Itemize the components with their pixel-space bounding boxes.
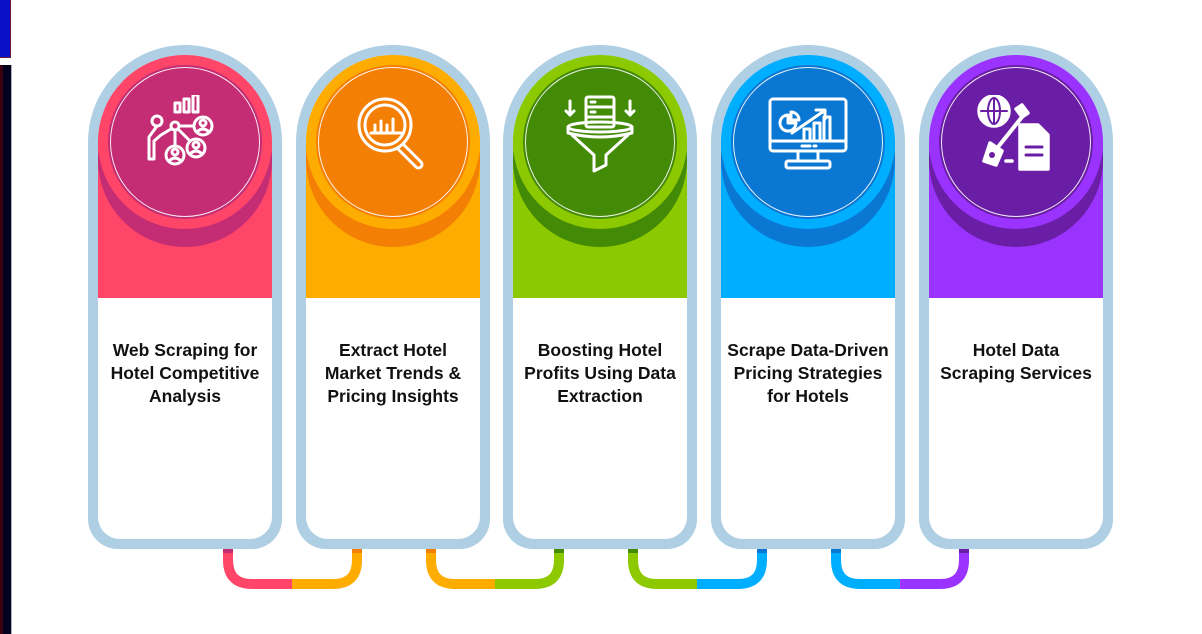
magnifier-chart-icon — [357, 97, 424, 170]
step-card-3: Boosting Hotel Profits Using Data Extrac… — [503, 45, 697, 549]
connector-3-right — [697, 549, 767, 589]
card-header — [306, 55, 480, 298]
monitor-analytics-icon — [768, 97, 848, 170]
left-edge-dark-strip — [0, 65, 12, 634]
presentation-network-icon — [147, 95, 214, 166]
step-card-5: Hotel Data Scraping Services — [919, 45, 1113, 549]
step-label: Web Scraping for Hotel Competitive Analy… — [110, 340, 260, 406]
step-label: Boosting Hotel Profits Using Data Extrac… — [524, 340, 676, 406]
connector-2-right — [495, 549, 564, 589]
card-header — [929, 55, 1103, 298]
connector-3-left — [628, 549, 697, 589]
step-label: Hotel Data Scraping Services — [940, 340, 1092, 383]
card-header — [721, 55, 895, 298]
step-label: Extract Hotel Market Trends & Pricing In… — [324, 340, 462, 406]
card-header — [513, 55, 687, 298]
connector-1-right — [292, 549, 362, 589]
connector-4-left — [831, 549, 900, 589]
card-header — [98, 55, 272, 298]
step-card-4: Scrape Data-Driven Pricing Strategies fo… — [711, 45, 905, 549]
data-funnel-icon — [564, 95, 636, 173]
left-edge-blue-block — [0, 0, 11, 58]
step-card-2: Extract Hotel Market Trends & Pricing In… — [296, 45, 490, 549]
globe-scraper-document-icon — [977, 95, 1050, 171]
connector-1-left — [223, 549, 292, 589]
connector-4-right — [900, 549, 969, 589]
connector-2-left — [426, 549, 495, 589]
step-label: Scrape Data-Driven Pricing Strategies fo… — [727, 340, 889, 406]
step-card-1: Web Scraping for Hotel Competitive Analy… — [88, 45, 282, 549]
